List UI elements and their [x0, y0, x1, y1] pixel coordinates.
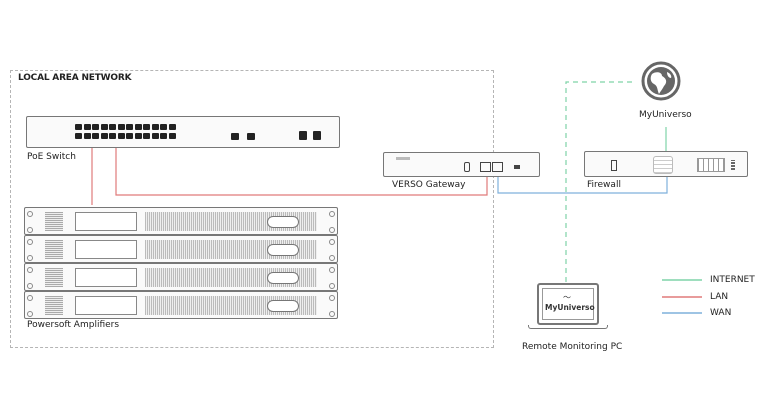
firewall-device [584, 151, 748, 177]
amp-vent [45, 240, 63, 259]
switch-port [134, 133, 142, 139]
switch-port [109, 124, 116, 130]
laptop-screen: 〜 MyUniverso [542, 288, 595, 320]
switch-port [160, 124, 167, 130]
switch-port [92, 124, 99, 130]
rack-ear-hole [329, 255, 335, 261]
rack-ear-hole [27, 239, 33, 245]
rack-ear-hole [329, 295, 335, 301]
amplifier-unit [24, 291, 338, 319]
switch-port [168, 124, 176, 130]
rack-ear-hole [329, 283, 335, 289]
sfp-port [247, 133, 255, 140]
amplifiers-label: Powersoft Amplifiers [27, 320, 120, 330]
legend-label-internet: INTERNET [710, 275, 755, 285]
rack-ear-hole [329, 239, 335, 245]
poe-switch-label: PoE Switch [27, 152, 76, 162]
usb-port-icon [611, 160, 617, 171]
switch-port [75, 133, 82, 139]
internet-line-cloud-pc [565, 81, 632, 283]
globe-icon [641, 61, 681, 101]
switch-port [75, 124, 82, 130]
switch-port [100, 133, 108, 139]
amp-vent [45, 268, 63, 287]
powersoft-badge-icon [267, 272, 299, 284]
rack-ear-hole [329, 267, 335, 273]
rack-ear-hole [27, 255, 33, 261]
ethernet-port-icon [480, 162, 491, 172]
powersoft-badge-icon [267, 216, 299, 228]
switch-port [134, 124, 142, 130]
verso-gateway-label: VERSO Gateway [392, 180, 466, 190]
legend-label-wan: WAN [710, 308, 732, 318]
ethernet-port-icon [492, 162, 503, 172]
switch-port [83, 124, 91, 130]
lan-box-title: LOCAL AREA NETWORK [18, 73, 132, 83]
amplifier-unit [24, 207, 338, 235]
lan-line-switch-gateway [115, 148, 488, 196]
amp-vent [45, 212, 63, 231]
switch-port [126, 124, 133, 130]
amp-display-panel [75, 212, 137, 231]
rack-ear-hole [27, 267, 33, 273]
uplink-port [313, 131, 321, 140]
amplifier-unit [24, 263, 338, 291]
powersoft-badge-icon [267, 300, 299, 312]
switch-port [160, 133, 167, 139]
local-area-network-box [10, 70, 494, 348]
switch-port [109, 133, 116, 139]
amp-display-panel [75, 240, 137, 259]
switch-port [143, 124, 150, 130]
laptop-base [528, 325, 608, 329]
amp-display-panel [75, 296, 137, 315]
usb-port-icon [464, 162, 470, 172]
switch-port [83, 133, 91, 139]
myuniverso-logo-icon: 〜 [563, 293, 571, 302]
pc-screen-brand: MyUniverso [545, 303, 595, 312]
rack-ear-hole [329, 227, 335, 233]
switch-port [117, 133, 125, 139]
wan-line-gateway-firewall [497, 172, 668, 194]
amplifier-unit [24, 235, 338, 263]
switch-port [126, 133, 133, 139]
switch-port [168, 133, 176, 139]
rack-ear-hole [27, 283, 33, 289]
rack-ear-hole [27, 211, 33, 217]
switch-port [143, 133, 150, 139]
uplink-port [299, 131, 307, 140]
poe-switch-device [26, 116, 340, 148]
amp-display-panel [75, 268, 137, 287]
rack-ear-hole [329, 311, 335, 317]
status-leds [731, 160, 735, 170]
firewall-label: Firewall [587, 180, 621, 190]
switch-port [151, 124, 159, 130]
rack-ear-hole [27, 311, 33, 317]
sfp-port [231, 133, 239, 140]
rack-ear-hole [27, 227, 33, 233]
switch-port [117, 124, 125, 130]
rack-ear-hole [27, 295, 33, 301]
myuniverso-label: MyUniverso [639, 110, 692, 120]
verso-gateway-device [383, 152, 540, 177]
power-icon [514, 165, 520, 169]
switch-port [100, 124, 108, 130]
amp-vent [45, 296, 63, 315]
rack-ear-hole [329, 211, 335, 217]
powersoft-badge-icon [267, 244, 299, 256]
laptop-icon: 〜 MyUniverso [537, 283, 599, 325]
switch-port [151, 133, 159, 139]
firewall-icon [653, 156, 673, 174]
remote-pc-label: Remote Monitoring PC [522, 342, 623, 352]
legend-label-lan: LAN [710, 292, 729, 302]
brand-mark [396, 157, 410, 160]
port-block [697, 158, 725, 172]
switch-port [92, 133, 99, 139]
